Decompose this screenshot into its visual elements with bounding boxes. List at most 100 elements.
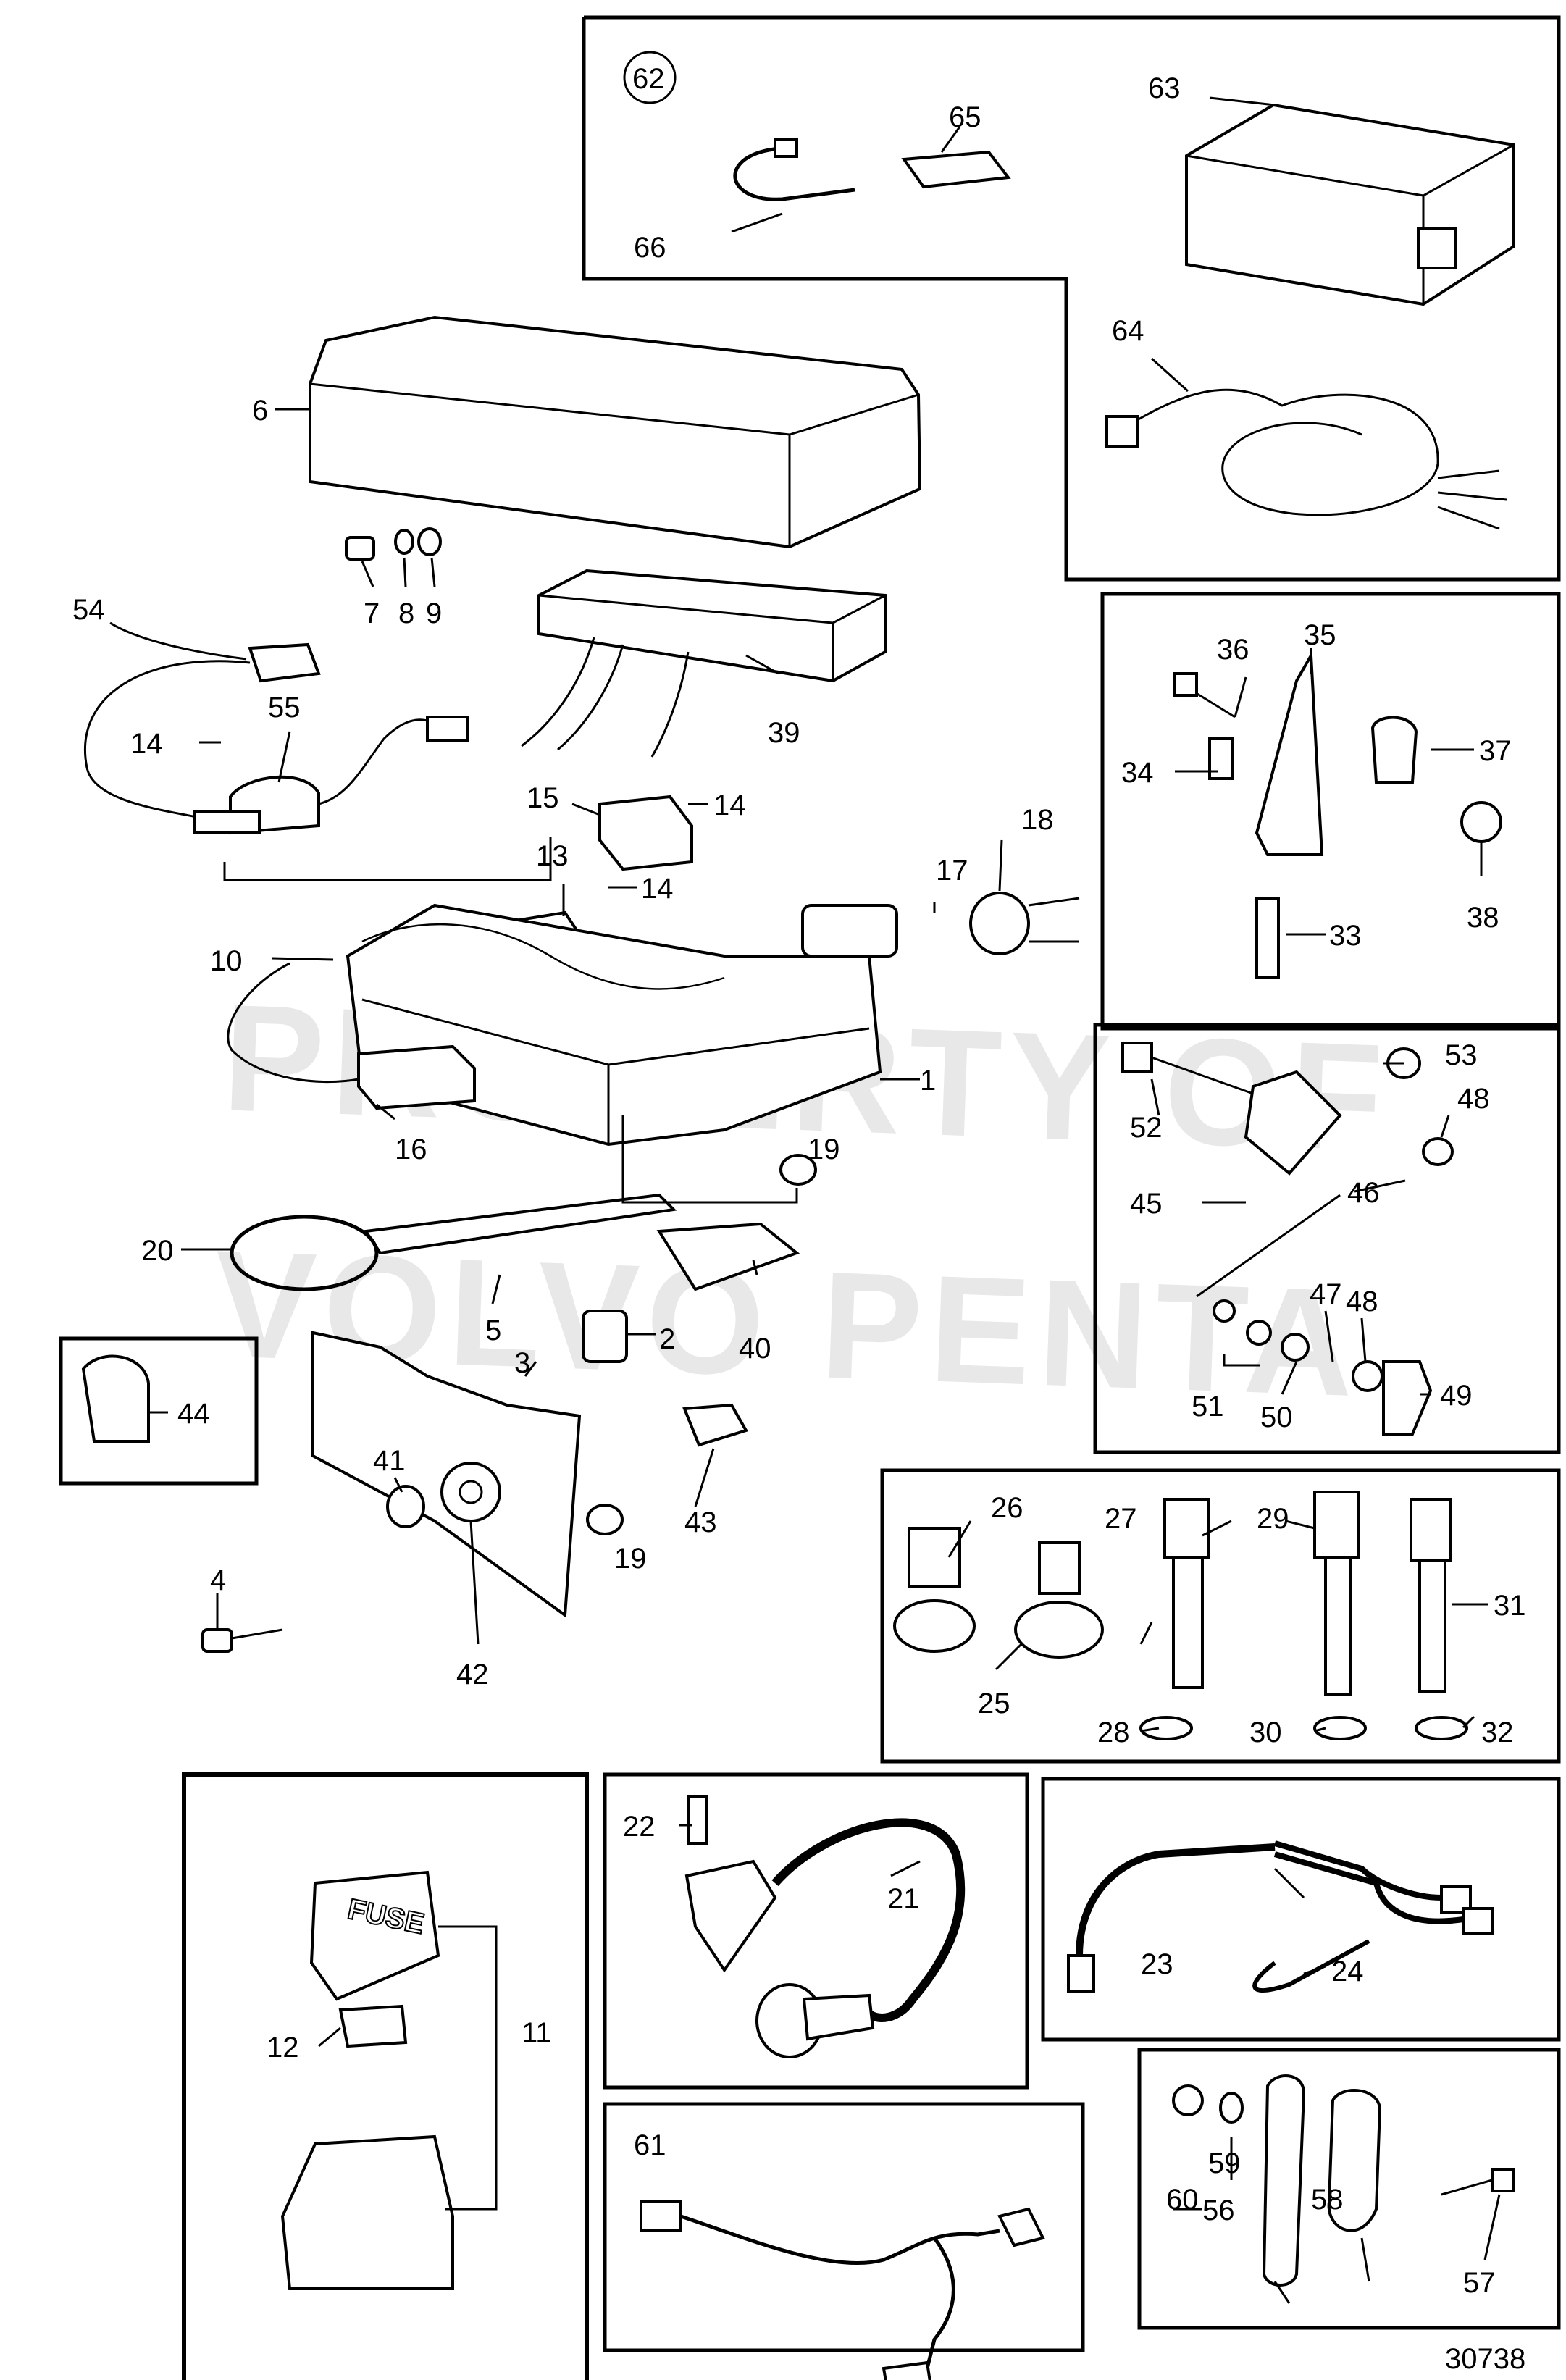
control-unit-39 bbox=[521, 569, 887, 758]
connector-65 bbox=[901, 150, 1011, 189]
ecu-module-63 bbox=[1185, 103, 1515, 306]
nuts-19 bbox=[586, 1154, 817, 1535]
inset-frames bbox=[59, 15, 1561, 2380]
callout-47: 47 bbox=[1310, 1278, 1342, 1310]
callout-63: 63 bbox=[1148, 72, 1181, 104]
callout-60: 60 bbox=[1166, 2184, 1199, 2216]
callout-62: 62 bbox=[632, 63, 665, 95]
callout-19a: 19 bbox=[808, 1134, 840, 1165]
callout-58: 58 bbox=[1311, 2184, 1344, 2216]
cover-6 bbox=[309, 315, 922, 549]
callout-59: 59 bbox=[1208, 2148, 1241, 2179]
bracket-group-33-38 bbox=[1173, 650, 1502, 979]
callout-24: 24 bbox=[1331, 1956, 1364, 1987]
callout-39: 39 bbox=[768, 717, 800, 749]
callout-14c: 14 bbox=[641, 873, 674, 905]
callout-37: 37 bbox=[1479, 735, 1512, 767]
callout-45: 45 bbox=[1130, 1188, 1163, 1220]
callout-38: 38 bbox=[1467, 902, 1499, 934]
module-16 bbox=[227, 962, 476, 1110]
callout-26: 26 bbox=[991, 1492, 1023, 1524]
callout-49: 49 bbox=[1440, 1380, 1473, 1412]
callout-labels: 1 2 3 4 5 6 7 8 9 10 11 12 13 14 14 14 1… bbox=[72, 63, 1526, 2375]
callout-53: 53 bbox=[1445, 1039, 1478, 1071]
callout-35: 35 bbox=[1304, 619, 1336, 651]
switch-41-42 bbox=[386, 1462, 501, 1528]
callout-44: 44 bbox=[177, 1398, 210, 1430]
callout-43: 43 bbox=[684, 1507, 717, 1538]
callout-9: 9 bbox=[426, 598, 442, 629]
leader-lines bbox=[109, 96, 1501, 2304]
callout-57: 57 bbox=[1463, 2267, 1496, 2299]
plate-40 bbox=[656, 1222, 800, 1291]
callout-40: 40 bbox=[739, 1333, 771, 1365]
callout-30: 30 bbox=[1249, 1717, 1282, 1748]
bracket-group-45-53 bbox=[1121, 1042, 1454, 1436]
callout-14a: 14 bbox=[130, 728, 163, 760]
callout-66: 66 bbox=[634, 232, 666, 264]
callout-48a: 48 bbox=[1457, 1083, 1490, 1115]
plug-43 bbox=[682, 1403, 748, 1447]
callout-21: 21 bbox=[887, 1883, 920, 1915]
fuse-holder-11-12: FUSE bbox=[280, 1870, 498, 2290]
callout-29: 29 bbox=[1257, 1503, 1289, 1535]
harness-61 bbox=[640, 2200, 1045, 2380]
callout-8: 8 bbox=[398, 598, 414, 629]
callout-4: 4 bbox=[210, 1564, 226, 1596]
callout-7: 7 bbox=[364, 598, 380, 629]
callout-20: 20 bbox=[141, 1235, 174, 1267]
bracket-group-56-60 bbox=[1172, 2074, 1515, 2287]
callout-54: 54 bbox=[72, 594, 105, 626]
clip-44 bbox=[81, 1354, 150, 1443]
callout-33: 33 bbox=[1329, 920, 1362, 952]
callout-25: 25 bbox=[978, 1688, 1010, 1719]
callout-41: 41 bbox=[373, 1445, 406, 1477]
callout-52: 52 bbox=[1130, 1112, 1163, 1144]
callout-56: 56 bbox=[1202, 2195, 1235, 2226]
callout-50: 50 bbox=[1260, 1401, 1293, 1433]
callout-48b: 48 bbox=[1346, 1286, 1378, 1317]
callout-16: 16 bbox=[395, 1134, 427, 1165]
bolt-4 bbox=[201, 1628, 283, 1653]
callout-31: 31 bbox=[1494, 1590, 1526, 1622]
callout-61: 61 bbox=[634, 2129, 666, 2161]
screw-washers-7-8-9 bbox=[345, 527, 442, 561]
callout-10: 10 bbox=[210, 945, 243, 977]
sensor-clamp-54-55 bbox=[84, 642, 469, 835]
callout-36: 36 bbox=[1217, 634, 1249, 666]
callout-64: 64 bbox=[1112, 315, 1144, 347]
callout-1: 1 bbox=[920, 1065, 936, 1097]
callout-14b: 14 bbox=[713, 789, 746, 821]
callout-22: 22 bbox=[623, 1811, 656, 1843]
callout-55: 55 bbox=[268, 692, 301, 724]
callout-2: 2 bbox=[659, 1323, 675, 1355]
callout-18: 18 bbox=[1021, 804, 1054, 836]
callout-12: 12 bbox=[267, 2032, 299, 2063]
callout-19b: 19 bbox=[614, 1543, 647, 1575]
callout-23: 23 bbox=[1141, 1948, 1173, 1980]
cable-tie-66 bbox=[733, 138, 855, 201]
callout-17: 17 bbox=[936, 855, 968, 887]
strap-5 bbox=[230, 1193, 677, 1291]
sensors-25-32 bbox=[893, 1491, 1468, 1740]
callout-46: 46 bbox=[1347, 1177, 1380, 1209]
callout-5: 5 bbox=[485, 1315, 501, 1346]
callout-65: 65 bbox=[949, 101, 981, 133]
callout-42: 42 bbox=[456, 1659, 489, 1690]
damper-2 bbox=[582, 1310, 628, 1363]
sensor-21-22 bbox=[684, 1795, 966, 2058]
panel-3 bbox=[311, 1331, 582, 1618]
callout-32: 32 bbox=[1481, 1717, 1514, 1748]
relay-15 bbox=[598, 795, 693, 871]
connector-18 bbox=[801, 892, 1080, 958]
callout-51: 51 bbox=[1192, 1391, 1224, 1422]
callout-28: 28 bbox=[1097, 1717, 1130, 1748]
figure-number: 30738 bbox=[1445, 2343, 1525, 2375]
callout-3: 3 bbox=[514, 1347, 530, 1379]
harness-23-24 bbox=[1067, 1840, 1494, 1993]
callout-34: 34 bbox=[1121, 757, 1154, 789]
callout-11: 11 bbox=[522, 2017, 552, 2049]
callout-13: 13 bbox=[536, 840, 569, 872]
callout-27: 27 bbox=[1105, 1503, 1137, 1535]
